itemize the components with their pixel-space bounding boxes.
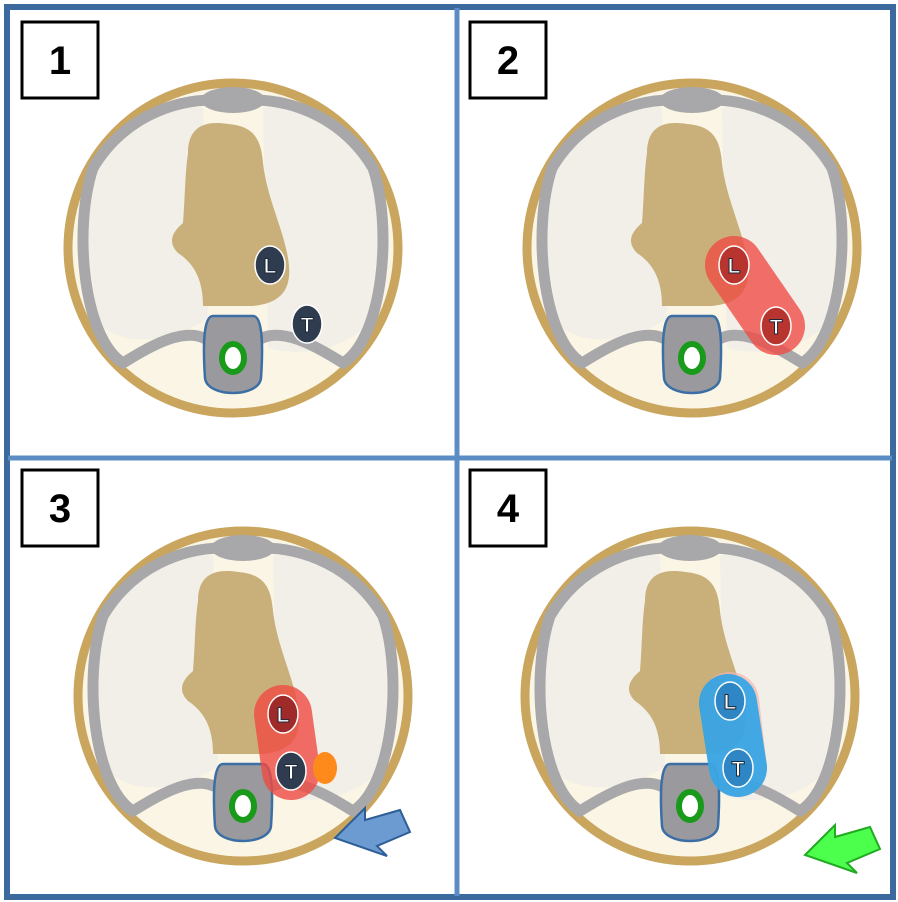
panel-number-label: 2: [497, 39, 519, 83]
panel-number-label: 1: [49, 39, 71, 83]
panel-number-label: 3: [49, 487, 71, 531]
marker-t-label: T: [732, 758, 745, 781]
marker-l-label: L: [264, 255, 277, 278]
spinal-cord: [222, 344, 244, 372]
marker-t-label: T: [285, 761, 298, 784]
marker-l-label: L: [724, 691, 737, 714]
panel-number-label: 4: [497, 487, 520, 531]
sternum: [201, 87, 265, 113]
sternum: [658, 535, 722, 561]
spinal-cord: [679, 792, 701, 820]
marker-t-label: T: [770, 316, 783, 339]
sternum: [660, 87, 724, 113]
marker-t-label: T: [301, 314, 314, 337]
spinal-cord: [681, 344, 703, 372]
marker-l-label: L: [728, 255, 741, 278]
marker-l-label: L: [277, 704, 290, 727]
spinal-cord: [232, 792, 254, 820]
sternum: [211, 535, 275, 561]
orange-lesion-marker: [313, 752, 337, 784]
